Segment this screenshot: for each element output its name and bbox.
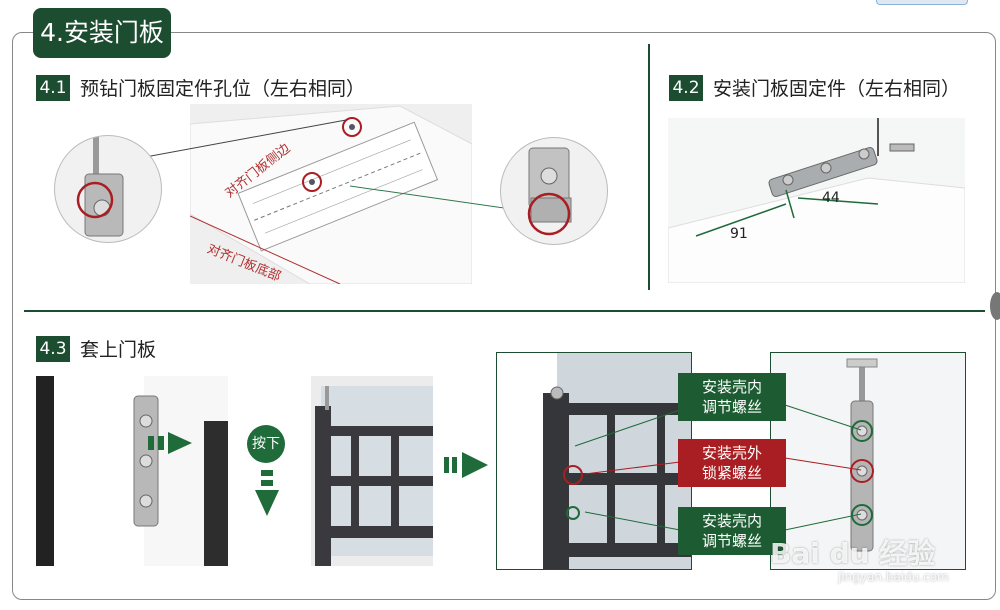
step-press-image — [241, 376, 433, 566]
section-4-1-header: 4.1 预钻门板固定件孔位（左右相同） — [36, 74, 365, 101]
section-4-2-header: 4.2 安装门板固定件（左右相同） — [669, 74, 960, 101]
watermark-main: Bai du 经验 — [770, 537, 936, 570]
next-step-arrow — [444, 452, 488, 478]
callout-inner-adjust-bottom: 安装壳内 调节螺丝 — [678, 507, 786, 555]
callout-inner-adjust-top: 安装壳内 调节螺丝 — [678, 373, 786, 421]
section-4-1-number: 4.1 — [36, 74, 70, 101]
baidu-watermark: Bai du 经验 jingyan.baidu.com — [770, 532, 949, 584]
installed-door-image — [496, 352, 692, 570]
zoom-circle-right — [500, 137, 608, 245]
section-4-3-label: 套上门板 — [80, 339, 157, 361]
fixture-install-image — [668, 118, 965, 283]
step-fixture-image — [36, 376, 228, 566]
section-4-2-label: 安装门板固定件（左右相同） — [713, 78, 961, 100]
dimension-91: 91 — [730, 226, 748, 242]
section-4-3-number: 4.3 — [36, 335, 70, 362]
scroll-handle[interactable] — [990, 292, 1000, 320]
callout-outer-lock: 安装壳外 锁紧螺丝 — [678, 439, 786, 487]
section-4-1-label: 预钻门板固定件孔位（左右相同） — [80, 78, 366, 100]
horizontal-divider — [24, 310, 985, 312]
page-title: 4.安装门板 — [33, 8, 171, 58]
section-4-3-header: 4.3 套上门板 — [36, 335, 156, 362]
section-4-2-number: 4.2 — [669, 74, 703, 101]
zoom-circle-left — [54, 135, 162, 243]
top-edge-button[interactable] — [876, 0, 968, 5]
drill-template-image — [190, 104, 472, 284]
watermark-url: jingyan.baidu.com — [838, 570, 949, 584]
dimension-44: 44 — [822, 190, 840, 206]
press-down-badge: 按下 — [247, 425, 285, 463]
vertical-divider — [648, 44, 650, 290]
